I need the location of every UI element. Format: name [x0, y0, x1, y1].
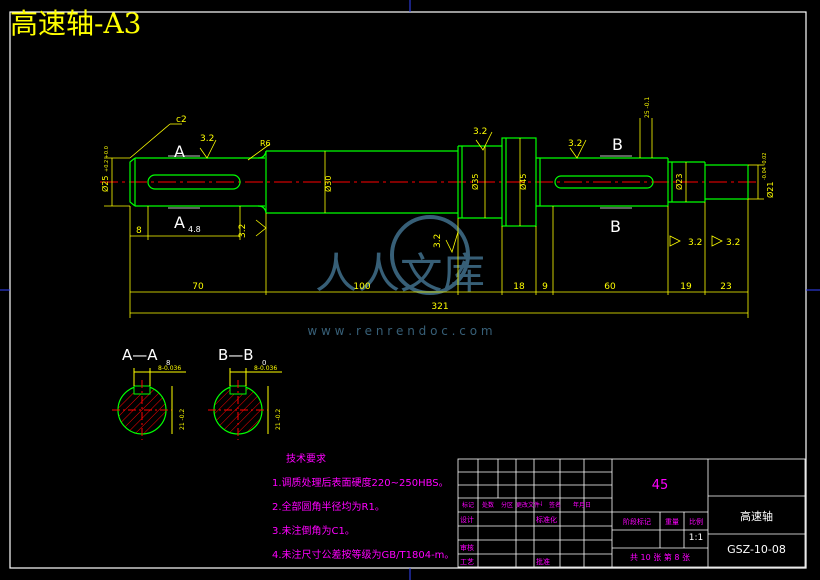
roughness-5: 3.2	[433, 234, 443, 248]
shaft-outline	[129, 137, 749, 227]
dia-25-label: Ø25	[100, 176, 110, 192]
view-b-sub: 0	[262, 359, 266, 367]
section-b-label: B	[612, 135, 623, 154]
dimension-lines	[104, 118, 764, 318]
view-a-depth: 21 -0.2	[179, 409, 186, 430]
dia-21-tol: -0.04 -0.02	[762, 153, 768, 180]
view-a-title: A—A	[122, 346, 158, 364]
dia-45-label: Ø45	[518, 174, 528, 190]
dimension-value: 23	[720, 282, 731, 292]
dia-21-label: Ø21	[765, 182, 775, 198]
dimension-value: 19	[680, 282, 692, 292]
dia-25-tol: +0.2 +0.0	[104, 146, 110, 172]
roughness-3: 3.2	[568, 139, 582, 149]
view-b-depth: 21 -0.2	[275, 409, 282, 430]
dimension-value: 60	[604, 282, 616, 292]
view-a-key: 8-0.036	[158, 365, 181, 372]
fillet-label: R6	[260, 139, 271, 148]
note-3: 3.未注倒角为C1。	[272, 526, 355, 537]
note-1: 1.调质处理后表面硬度220~250HBS。	[272, 478, 449, 489]
drawing-title: 高速轴-A3	[10, 7, 142, 40]
dimension-value: 18	[513, 282, 525, 292]
roughness-1: 3.2	[200, 134, 214, 144]
section-a-bottom-label: A	[174, 213, 185, 232]
view-b-title: B—B	[218, 346, 254, 364]
technical-notes: 技术要求 1.调质处理后表面硬度220~250HBS。 2.全部圆角半径均为R1…	[272, 448, 454, 568]
total-length: 321	[431, 302, 448, 312]
watermark: 人人文库 w w w . r e n r e n d o c . c o m	[307, 215, 493, 338]
left-groove-label: 8	[136, 226, 142, 236]
notes-heading: 技术要求	[286, 454, 326, 465]
chamfer-label: c2	[176, 115, 187, 125]
view-b-key: 8-0.036	[254, 365, 277, 372]
watermark-logo-text: 人人文库	[315, 249, 485, 298]
dia-23-label: Ø23	[674, 174, 684, 190]
roughness-7: 3.2	[726, 238, 740, 248]
note-2: 2.全部圆角半径均为R1。	[272, 502, 385, 513]
section-views: A—A 8 B—B 0 8-0.036 21 -0.2 8-0.036 21 -…	[112, 346, 282, 440]
roughness-6: 3.2	[688, 238, 702, 248]
dimension-value: 9	[542, 282, 548, 292]
roughness-4: 3.2	[238, 224, 248, 238]
dimension-value: 100	[353, 282, 370, 292]
roughness-2: 3.2	[473, 127, 487, 137]
top-tolerance: 25 -0.1	[644, 97, 651, 118]
drawing-labels: c2 R6 A A 4.8 B B 8 3.2 3.2 3.2 3.2 3.2 …	[100, 97, 775, 248]
dimension-value: 70	[192, 282, 204, 292]
view-a-sub: 8	[166, 359, 170, 367]
note-4: 4.未注尺寸公差按等级为GB/T1804-m。	[272, 550, 455, 561]
dimension-values: 70 100 18 9 60 19 23	[192, 282, 731, 292]
watermark-url: w w w . r e n r e n d o c . c o m	[307, 324, 492, 338]
section-b-bottom-label: B	[610, 217, 621, 236]
section-a-sub-label: 4.8	[188, 225, 201, 234]
dia-35-label: Ø35	[470, 174, 480, 190]
section-a-label: A	[174, 142, 185, 161]
title-block	[457, 458, 806, 568]
dia-30-label: Ø30	[323, 176, 333, 192]
